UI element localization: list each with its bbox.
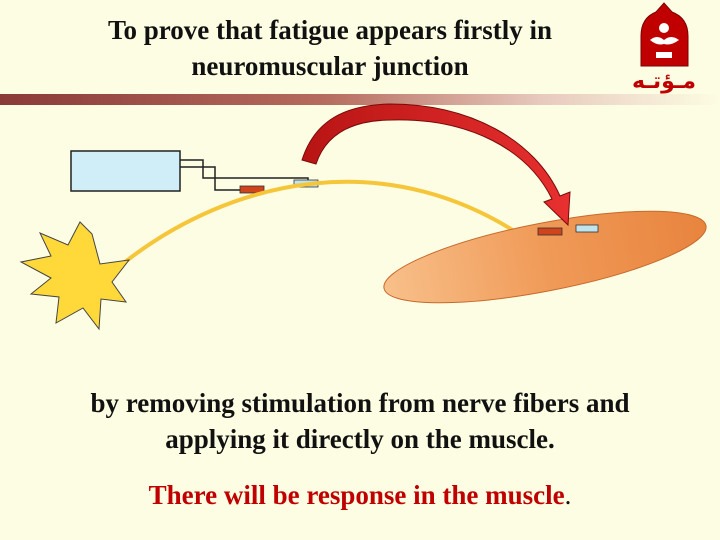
logo-emblem-detail <box>650 37 679 45</box>
response-text: There will be response in the muscle <box>148 480 565 510</box>
title-line-1: To prove that fatigue appears firstly in <box>107 15 552 45</box>
response-period: . <box>564 480 572 510</box>
logo-emblem-base <box>656 52 672 58</box>
muscle <box>383 210 707 304</box>
logo-emblem-dot <box>659 23 669 33</box>
logo-text: مـؤتـه <box>632 69 696 94</box>
slide-title: To prove that fatigue appears firstly in… <box>60 12 600 84</box>
stimulator-wire-lower <box>180 166 240 191</box>
nerve-fiber <box>123 179 537 264</box>
response-statement: There will be response in the muscle. <box>20 478 700 512</box>
logo-emblem <box>640 2 689 67</box>
nerve-electrode-red <box>239 185 265 194</box>
body-text: by removing stimulation from nerve fiber… <box>20 385 700 457</box>
stimulator-wire-upper <box>180 159 309 183</box>
curved-arrow-icon <box>301 103 571 227</box>
body-line-1: by removing stimulation from nerve fiber… <box>90 388 630 418</box>
title-line-2: neuromuscular junction <box>191 51 469 81</box>
body-line-2: applying it directly on the muscle. <box>165 424 555 454</box>
title-divider <box>0 94 720 105</box>
stimulus-spark-icon <box>19 221 131 331</box>
muscle-electrode-blue <box>575 224 599 233</box>
muscle-electrode-red <box>537 227 563 236</box>
stimulator-box <box>70 150 181 192</box>
university-logo: مـؤتـه <box>632 2 696 94</box>
